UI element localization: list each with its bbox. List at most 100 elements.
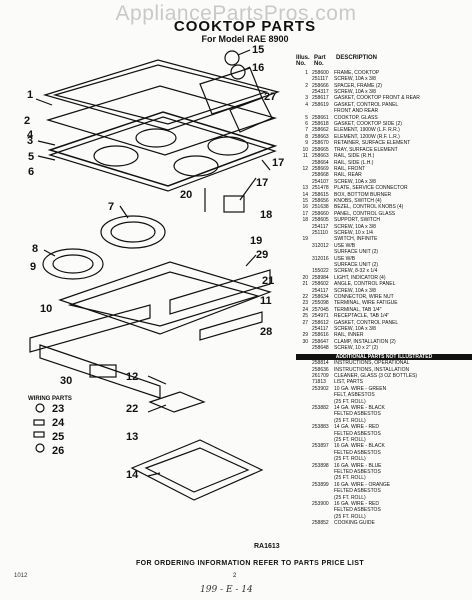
footer-note: FOR ORDERING INFORMATION REFER TO PARTS … <box>135 560 365 567</box>
part-description: CONNECTOR, WIRE NUT <box>334 294 394 301</box>
part-number: 71813 <box>312 379 326 386</box>
part-description: SURFACE UNIT (2) <box>334 249 379 256</box>
wire-terminal-23 <box>35 403 45 413</box>
part-description: SCREW, 10 x 1/4 <box>334 229 373 236</box>
callout-30: 30 <box>60 375 72 387</box>
part-description: 16 GA. WIRE - ORANGE <box>334 481 391 488</box>
doc-code: 1012 <box>14 573 28 579</box>
cooktop-frame-inner <box>52 64 269 125</box>
parts-list-header: Illus. No. Part No. DESCRIPTION <box>296 55 472 68</box>
illus-number: 3 <box>305 95 308 102</box>
page-subtitle: For Model RAE 8900 <box>201 34 289 44</box>
part-description: BOX, BOTTOM BURNER <box>334 191 392 198</box>
part-number: 258615 <box>312 191 329 198</box>
illus-number: 4 <box>305 101 308 108</box>
part-description: RAIL, INNER <box>334 332 364 339</box>
callout-19: 19 <box>250 235 262 247</box>
part-number: 257045 <box>312 306 329 313</box>
part-description: SCREW, 10A x 3/8 <box>334 89 376 96</box>
service-plate <box>148 391 206 413</box>
part-number: 258660 <box>312 210 329 217</box>
part-description: GASKET, CONTROL PANEL <box>334 319 399 326</box>
part-number: 251478 <box>312 185 329 192</box>
glass-burner-rr <box>207 136 249 156</box>
part-description: SCREW, 10A x 3/8 <box>334 76 376 83</box>
part-description: SUPPORT, SWITCH <box>334 217 381 224</box>
part-number: 254117 <box>312 287 329 294</box>
part-number: 312012 <box>312 242 329 249</box>
element-tray <box>58 261 272 335</box>
element-7-inner <box>110 221 156 243</box>
rail-inner <box>199 311 263 341</box>
page-title: COOKTOP PARTS <box>173 18 317 35</box>
part-number: 258661 <box>312 114 329 121</box>
callout-21: 21 <box>262 275 274 287</box>
illus-number: 30 <box>302 338 308 345</box>
part-number: 258616 <box>312 332 329 339</box>
part-description: SPACER, FRAME (2) <box>334 82 382 89</box>
part-number: 258605 <box>312 217 329 224</box>
part-description: BEZEL, CONTROL KNOBS (4) <box>334 204 404 211</box>
switch-18 <box>223 195 245 213</box>
col-desc-header: DESCRIPTION <box>336 55 378 61</box>
part-number: 258656 <box>312 197 329 204</box>
part-description: USE W/B <box>334 255 356 262</box>
callout-11: 11 <box>260 295 272 307</box>
clamp-30 <box>89 364 117 378</box>
part-number: 258670 <box>312 140 329 147</box>
callout-16: 16 <box>252 62 264 74</box>
part-description: (25 FT. ROLL) <box>334 513 366 520</box>
part-number: 253902 <box>312 385 329 392</box>
callout-2: 2 <box>24 115 30 127</box>
callout-1: 1 <box>27 89 33 101</box>
part-description: FRAME, COOKTOP <box>334 69 380 76</box>
part-description: ANGLE, CONTROL PANEL <box>334 281 396 288</box>
part-number: 258612 <box>312 319 329 326</box>
part-description: (25 FT. ROLL) <box>334 456 366 463</box>
part-number: 258668 <box>312 172 329 179</box>
cooktop-frame <box>42 59 281 131</box>
illus-number: 24 <box>302 306 308 313</box>
parts-row: (25 FT. ROLL) <box>296 475 472 481</box>
part-description: SCREW, 10A x 3/8 <box>334 223 376 230</box>
part-number: 254117 <box>312 326 329 333</box>
cooktop-glass <box>47 111 278 187</box>
part-description: INSTRUCTIONS, OPERATIONAL <box>334 360 410 367</box>
illus-number: 17 <box>302 210 308 217</box>
callout-24: 24 <box>52 417 65 429</box>
glass-burner-lr <box>135 128 177 148</box>
illus-number: 14 <box>302 191 308 198</box>
part-description: (25 FT. ROLL) <box>334 398 366 405</box>
illus-number: 5 <box>305 114 308 121</box>
callout-22: 22 <box>126 403 138 415</box>
part-description: GASKET, COOKTOP SIDE (2) <box>334 121 402 128</box>
wiring-parts-label: WIRING PARTS <box>28 396 72 402</box>
part-description: FELTED ASBESTOS <box>334 449 381 456</box>
part-description: 16 GA. WIRE - RED <box>334 501 380 508</box>
col-illus-header: Illus. No. <box>296 55 310 68</box>
parts-row: (25 FT. ROLL) <box>296 399 472 405</box>
callout-14: 14 <box>126 469 139 481</box>
callout-4: 4 <box>27 129 34 141</box>
element-8 <box>42 248 104 280</box>
